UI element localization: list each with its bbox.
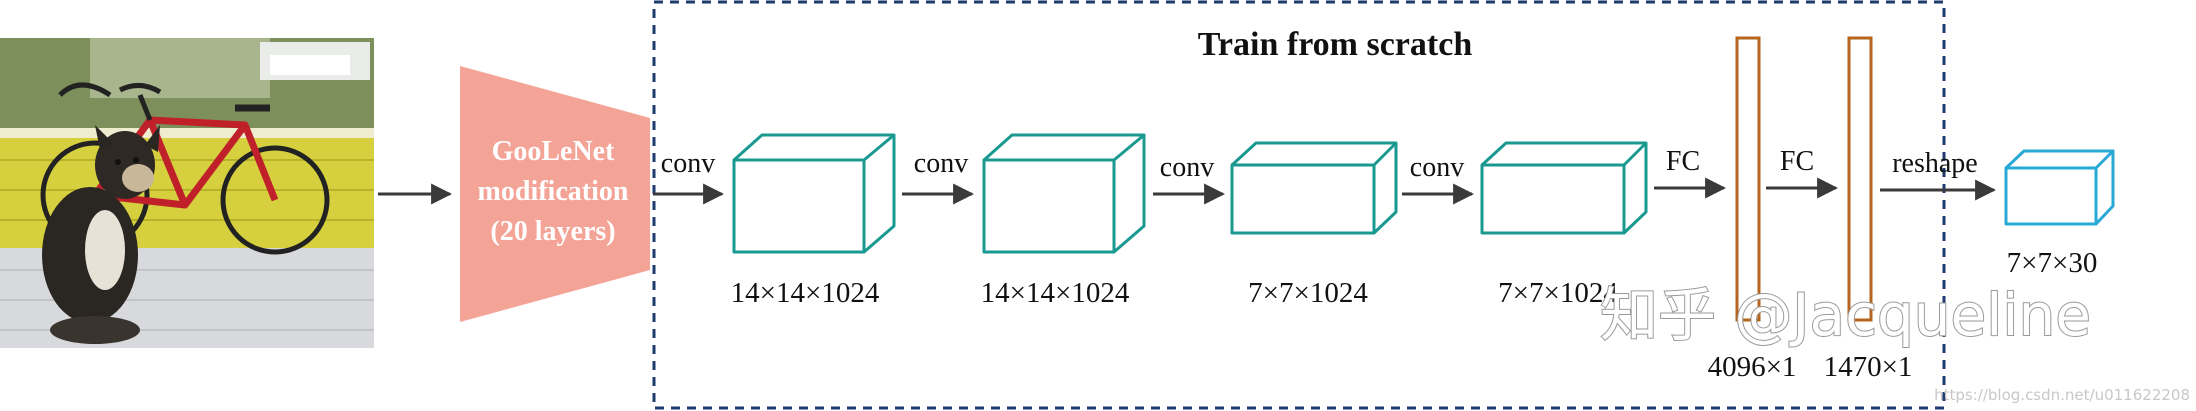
op-label-conv-3: conv xyxy=(1160,152,1214,183)
tensor-box-4 xyxy=(1480,141,1648,235)
train-from-scratch-frame xyxy=(652,0,1946,410)
op-label-conv-2: conv xyxy=(914,148,968,179)
op-label-conv-1: conv xyxy=(661,148,715,179)
fc-layer-1 xyxy=(1735,36,1761,322)
tensor-box-2 xyxy=(982,133,1146,254)
fc-label-1: 4096×1 xyxy=(1708,351,1797,383)
input-photo xyxy=(0,38,374,348)
fc-label-2: 1470×1 xyxy=(1824,351,1913,383)
tensor-box-3 xyxy=(1230,141,1398,235)
tensor-label-1: 14×14×1024 xyxy=(731,277,880,309)
op-label-fc-2: FC xyxy=(1780,146,1814,177)
output-label: 7×7×30 xyxy=(2007,247,2098,279)
fc-layer-2 xyxy=(1847,36,1873,322)
op-label-conv-4: conv xyxy=(1410,152,1464,183)
tensor-label-2: 14×14×1024 xyxy=(981,277,1130,309)
tensor-label-3: 7×7×1024 xyxy=(1248,277,1368,309)
watermark-main: 知乎 @Jacqueline xyxy=(1600,281,2091,349)
watermark-url: https://blog.csdn.net/u011622208 xyxy=(1934,386,2190,404)
tensor-box-1 xyxy=(732,133,896,254)
op-label-fc-1: FC xyxy=(1666,146,1700,177)
op-label-reshape: reshape xyxy=(1892,148,1978,179)
diagram-title: Train from scratch xyxy=(1198,26,1473,63)
backbone-label-line3: (20 layers) xyxy=(490,216,615,247)
backbone-label-line1: GooLeNet xyxy=(492,136,616,167)
output-tensor-box xyxy=(2004,149,2115,226)
dog-icon xyxy=(42,125,160,344)
backbone-label-line2: modification xyxy=(478,176,629,207)
backbone-block: GooLeNet modification (20 layers) xyxy=(460,66,650,322)
bicycle-icon xyxy=(40,82,330,255)
tensor-label-4: 7×7×1024 xyxy=(1498,277,1618,309)
